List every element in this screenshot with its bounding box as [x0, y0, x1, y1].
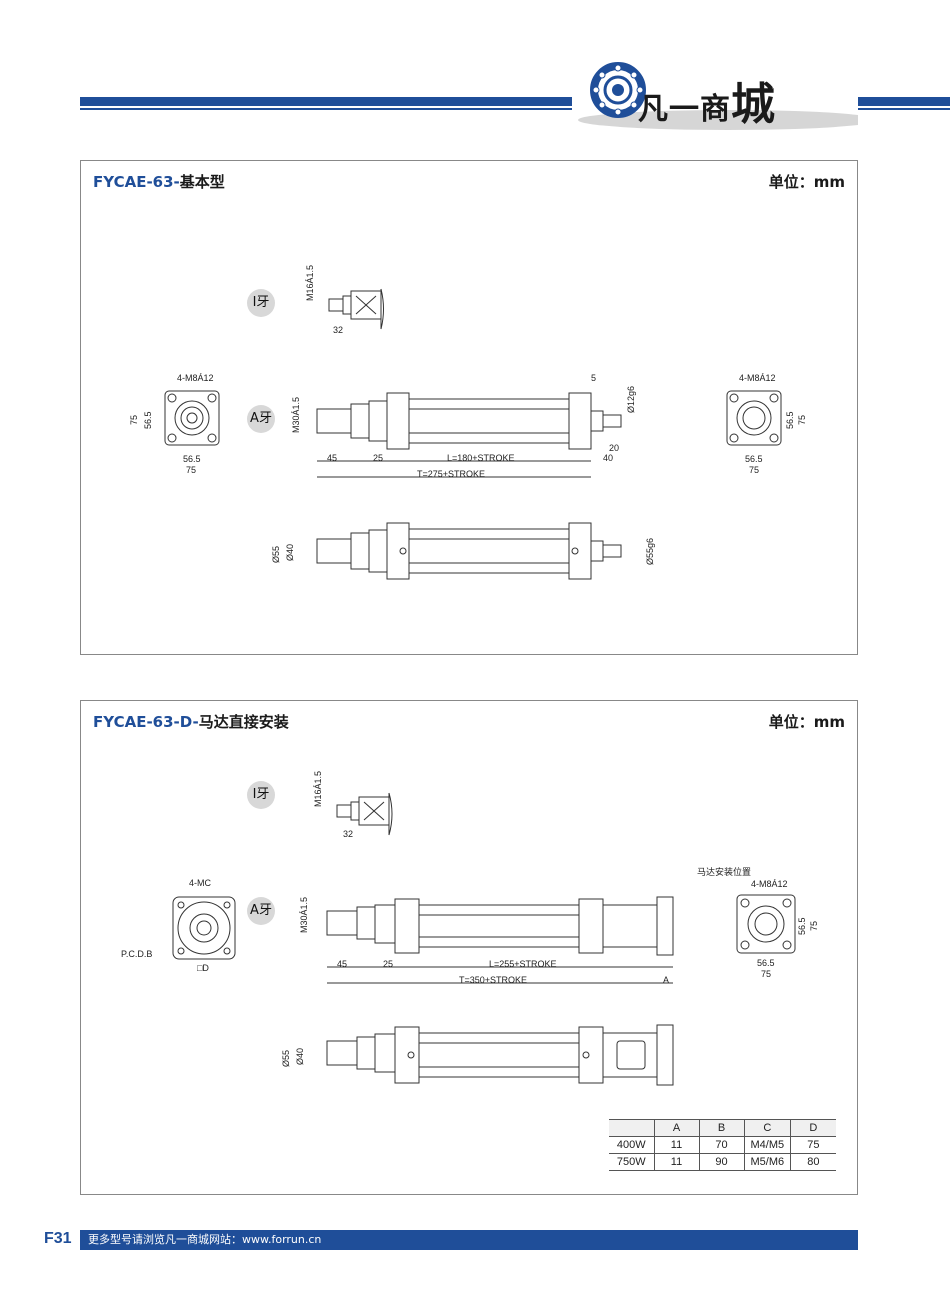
- table-cell: 11: [653, 1153, 699, 1171]
- svg-text:□D: □D: [197, 963, 209, 973]
- footer-bar: 更多型号请浏览凡一商城网站：www.forrun.cn: [80, 1230, 858, 1250]
- header-bar-left: [80, 97, 572, 106]
- unit-label: 单位：mm: [768, 713, 845, 731]
- bearing-logo-icon: [578, 62, 878, 130]
- svg-text:P.C.D.B: P.C.D.B: [121, 949, 152, 959]
- svg-text:20: 20: [609, 443, 619, 453]
- table-header-row: A B C D: [609, 1119, 836, 1137]
- svg-text:A: A: [663, 975, 669, 985]
- table-cell: M4/M5: [743, 1136, 791, 1154]
- brand-name: 凡一商城: [638, 79, 776, 130]
- table-header-cell: [609, 1119, 654, 1137]
- panel-title: FYCAE-63-基本型: [93, 173, 225, 191]
- website-link[interactable]: 更多型号请浏览凡一商城网站：www.forrun.cn: [88, 1233, 322, 1246]
- svg-text:32: 32: [333, 325, 343, 335]
- header-line-right: [858, 108, 950, 110]
- svg-text:56.5: 56.5: [143, 411, 153, 429]
- table-row: 400W 11 70 M4/M5 75: [609, 1136, 836, 1154]
- svg-text:4-MC: 4-MC: [189, 878, 211, 888]
- table-cell: 11: [653, 1136, 699, 1154]
- svg-text:L=180+STROKE: L=180+STROKE: [447, 453, 515, 463]
- svg-text:4-M8Á12: 4-M8Á12: [751, 879, 788, 889]
- header-line-left: [80, 108, 572, 110]
- page-number: F31: [44, 1230, 72, 1247]
- table-cell: M5/M6: [743, 1153, 791, 1171]
- svg-text:56.5: 56.5: [757, 958, 775, 968]
- svg-text:马达安装位置: 马达安装位置: [697, 866, 751, 877]
- table-header-cell: B: [698, 1119, 744, 1137]
- svg-text:25: 25: [373, 453, 383, 463]
- svg-text:75: 75: [809, 921, 819, 931]
- table-cell: 90: [698, 1153, 744, 1171]
- panel-basic: FYCAE-63-基本型 单位：mm I牙 A牙: [80, 160, 858, 655]
- svg-text:Ø55: Ø55: [271, 546, 281, 563]
- svg-text:Ø12g6: Ø12g6: [626, 386, 636, 413]
- table-cell: 80: [790, 1153, 836, 1171]
- table-header-cell: A: [653, 1119, 699, 1137]
- table-cell: 400W: [609, 1136, 654, 1154]
- panel-title: FYCAE-63-D-马达直接安装: [93, 713, 289, 731]
- svg-text:M30Á1.5: M30Á1.5: [299, 897, 309, 933]
- svg-text:56.5: 56.5: [183, 454, 201, 464]
- svg-text:4-M8Á12: 4-M8Á12: [177, 373, 214, 383]
- svg-text:75: 75: [797, 415, 807, 425]
- svg-text:56.5: 56.5: [745, 454, 763, 464]
- i-thread-badge: I牙: [247, 781, 275, 809]
- svg-text:45: 45: [327, 453, 337, 463]
- svg-text:T=350+STROKE: T=350+STROKE: [459, 975, 527, 985]
- svg-text:L=255+STROKE: L=255+STROKE: [489, 959, 557, 969]
- svg-text:45: 45: [337, 959, 347, 969]
- svg-text:4-M8Á12: 4-M8Á12: [739, 373, 776, 383]
- a-thread-badge: A牙: [247, 405, 275, 433]
- table-header-cell: D: [790, 1119, 836, 1137]
- svg-text:40: 40: [603, 453, 613, 463]
- svg-text:75: 75: [186, 465, 196, 475]
- motor-drawing: M16Á1.5 32 4-MC P.C.D.B □D M30Á1.5 45 25…: [121, 771, 819, 1086]
- svg-text:Ø55g6: Ø55g6: [645, 538, 655, 565]
- svg-text:56.5: 56.5: [785, 411, 795, 429]
- header-bar-right: [858, 97, 950, 106]
- svg-text:75: 75: [129, 415, 139, 425]
- table-header-cell: C: [743, 1119, 791, 1137]
- svg-text:M16Á1.5: M16Á1.5: [313, 771, 323, 807]
- brand-logo: 凡一商城: [578, 58, 878, 138]
- svg-text:T=275+STROKE: T=275+STROKE: [417, 469, 485, 479]
- svg-text:5: 5: [591, 373, 596, 383]
- unit-label: 单位：mm: [768, 173, 845, 191]
- svg-text:75: 75: [749, 465, 759, 475]
- svg-text:Ø40: Ø40: [295, 1048, 305, 1065]
- svg-text:Ø40: Ø40: [285, 544, 295, 561]
- table-cell: 75: [790, 1136, 836, 1154]
- basic-drawing: M16Á1.5 32 4-M8Á12 75 56.5 56.5 75 M30Á1…: [129, 265, 807, 580]
- svg-text:75: 75: [761, 969, 771, 979]
- svg-text:M16Á1.5: M16Á1.5: [305, 265, 315, 301]
- i-thread-badge: I牙: [247, 289, 275, 317]
- table-cell: 70: [698, 1136, 744, 1154]
- svg-text:56.5: 56.5: [797, 917, 807, 935]
- motor-spec-table: A B C D 400W 11 70 M4/M5 75 750W 11 90 M…: [609, 1119, 836, 1171]
- svg-text:32: 32: [343, 829, 353, 839]
- panel-motor-direct: FYCAE-63-D-马达直接安装 单位：mm I牙 A牙: [80, 700, 858, 1195]
- svg-text:25: 25: [383, 959, 393, 969]
- table-row: 750W 11 90 M5/M6 80: [609, 1153, 836, 1171]
- svg-text:M30Á1.5: M30Á1.5: [291, 397, 301, 433]
- svg-text:Ø55: Ø55: [281, 1050, 291, 1067]
- table-cell: 750W: [609, 1153, 654, 1171]
- a-thread-badge: A牙: [247, 897, 275, 925]
